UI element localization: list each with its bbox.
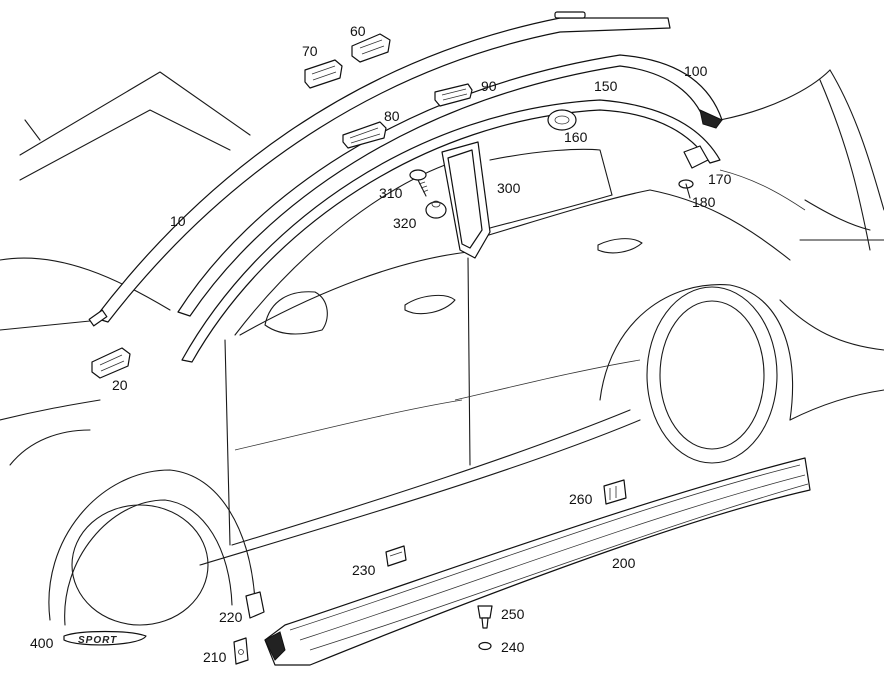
- callout-240: 240: [501, 639, 525, 655]
- callout-400: 400: [30, 635, 54, 651]
- callout-70: 70: [302, 43, 318, 59]
- callout-180: 180: [692, 194, 716, 210]
- callout-160: 160: [564, 129, 588, 145]
- sill-panel-200[interactable]: [264, 457, 811, 666]
- clip-20[interactable]: [91, 347, 131, 379]
- callout-150: 150: [594, 78, 618, 94]
- grommet-320[interactable]: [425, 200, 447, 219]
- trim-strip-150[interactable]: [181, 99, 721, 363]
- callout-220: 220: [219, 609, 243, 625]
- clip-230[interactable]: [385, 545, 407, 567]
- clip-90[interactable]: [434, 83, 473, 107]
- callout-230: 230: [352, 562, 376, 578]
- clip-80[interactable]: [342, 121, 387, 149]
- callout-labels: 10 20 60 70 80 90 100 150 160 170 180 20…: [30, 23, 732, 665]
- screw-310[interactable]: [409, 169, 429, 197]
- trim-strip-100[interactable]: [177, 54, 723, 317]
- callout-320: 320: [393, 215, 417, 231]
- callout-300: 300: [497, 180, 521, 196]
- clip-170[interactable]: [683, 145, 709, 169]
- callout-210: 210: [203, 649, 227, 665]
- clip-70[interactable]: [304, 59, 343, 89]
- pillar-trim-300[interactable]: [441, 141, 491, 259]
- callout-10: 10: [170, 213, 186, 229]
- push-rivet-250[interactable]: [477, 605, 493, 629]
- clip-60[interactable]: [351, 33, 391, 63]
- callout-80: 80: [384, 108, 400, 124]
- sport-badge-400[interactable]: SPORT: [63, 630, 147, 647]
- car-body-outline: [0, 69, 884, 626]
- callout-100: 100: [684, 63, 708, 79]
- cap-160[interactable]: [547, 109, 577, 131]
- callout-170: 170: [708, 171, 732, 187]
- roof-trim-10[interactable]: [88, 11, 671, 327]
- callout-200: 200: [612, 555, 636, 571]
- clip-210[interactable]: [233, 637, 249, 665]
- badge-label: SPORT: [78, 635, 117, 646]
- callout-260: 260: [569, 491, 593, 507]
- screw-180[interactable]: [678, 179, 694, 199]
- callout-20: 20: [112, 377, 128, 393]
- rivet-head-240[interactable]: [478, 641, 492, 651]
- callout-60: 60: [350, 23, 366, 39]
- clip-260[interactable]: [603, 479, 627, 505]
- clip-220[interactable]: [245, 591, 265, 619]
- callout-310: 310: [379, 185, 403, 201]
- callout-90: 90: [481, 78, 497, 94]
- callout-250: 250: [501, 606, 525, 622]
